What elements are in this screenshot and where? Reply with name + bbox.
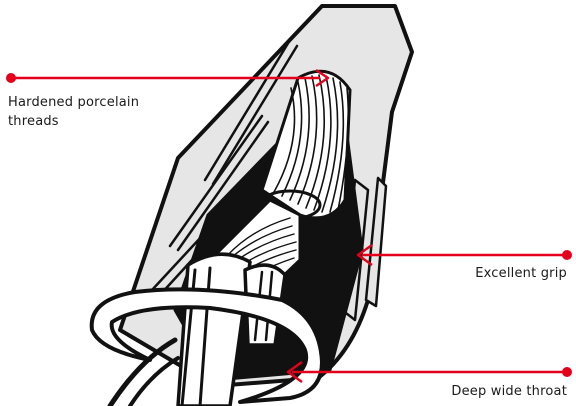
callout-label-threads: Hardened porcelain threads [8, 93, 208, 131]
callout-grip [358, 245, 572, 265]
callout-label-line: threads [8, 112, 208, 131]
callout-label-throat: Deep wide throat [451, 382, 567, 401]
callout-label-line: Hardened porcelain [8, 93, 208, 112]
wire-connector-illustration [92, 6, 412, 406]
callout-label-grip: Excellent grip [475, 264, 567, 283]
